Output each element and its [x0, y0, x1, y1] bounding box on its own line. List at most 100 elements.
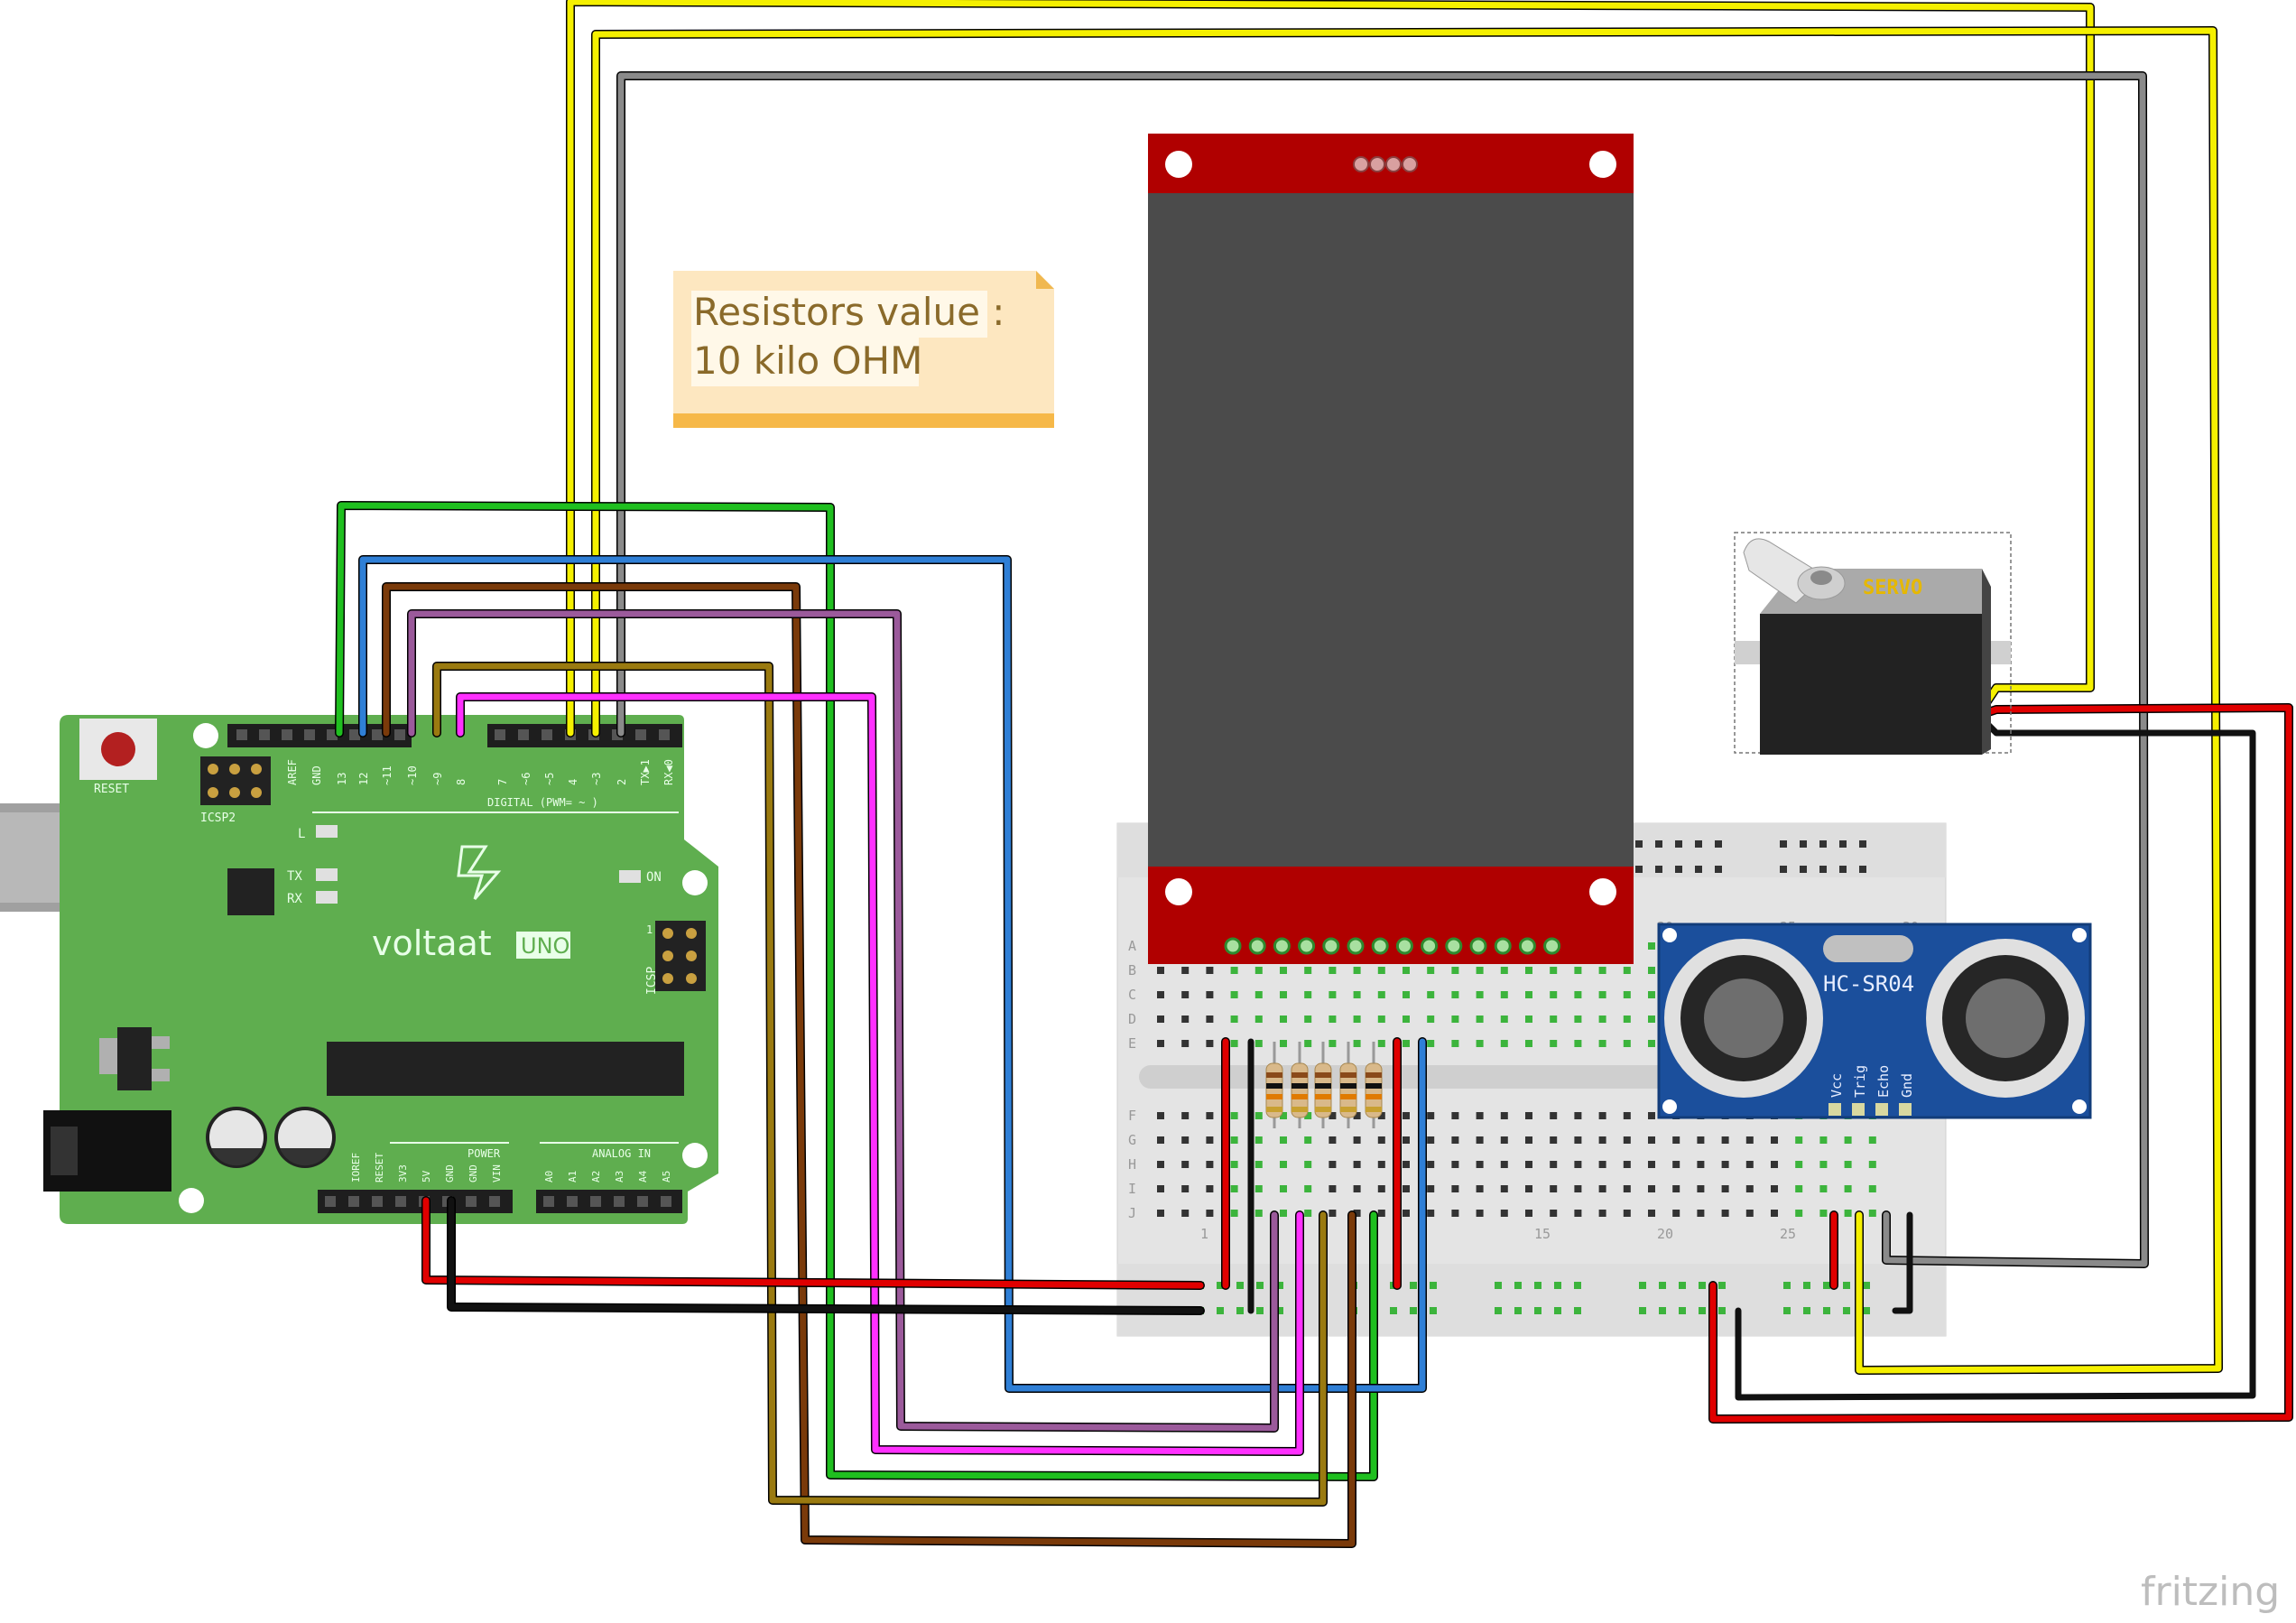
breadboard-hole	[1525, 967, 1532, 974]
rail-hole	[1800, 840, 1807, 848]
lcd-mount-hole	[1165, 878, 1192, 905]
breadboard-hole	[1500, 1185, 1508, 1192]
header-hole	[567, 1196, 578, 1207]
breadboard-hole	[1280, 1040, 1287, 1047]
breadboard-hole	[1771, 1185, 1778, 1192]
wire-brown	[383, 583, 1356, 1547]
breadboard-hole	[1230, 991, 1238, 998]
analog-label: ANALOG IN	[592, 1147, 651, 1160]
sensor-mount-hole	[1662, 1099, 1677, 1114]
breadboard-hole	[1623, 1112, 1631, 1119]
note-line2: 10 kilo OHM	[693, 339, 922, 383]
mount-hole	[682, 870, 708, 895]
breadboard-hole	[1353, 1136, 1361, 1144]
breadboard-hole	[1206, 1040, 1214, 1047]
wire-yellow-servo-signal	[567, 0, 2094, 737]
rail-hole	[1639, 1282, 1646, 1289]
sensor-pin-pad	[1899, 1103, 1912, 1116]
resistor-band	[1315, 1107, 1331, 1112]
rail-hole	[1635, 866, 1643, 873]
breadboard-hole	[1304, 991, 1312, 998]
breadboard-hole	[1745, 1161, 1754, 1168]
sensor-mount-hole	[1662, 928, 1677, 942]
resistor-band	[1292, 1107, 1308, 1112]
header-hole	[661, 1196, 671, 1207]
breadboard-hole	[1598, 1210, 1606, 1217]
rail-hole	[1390, 1307, 1397, 1314]
rail-hole	[1800, 866, 1807, 873]
breadboard-hole	[1157, 1185, 1164, 1192]
header-hole	[282, 729, 292, 740]
col-label-1: 1	[1200, 1226, 1208, 1242]
rail-hole	[1217, 1307, 1224, 1314]
sensor-pin-pad	[1852, 1103, 1865, 1116]
breadboard-hole	[1550, 1016, 1558, 1023]
breadboard-hole	[1648, 967, 1655, 974]
breadboard-hole	[1598, 1040, 1606, 1047]
breadboard-hole	[1157, 1161, 1164, 1168]
analog-pin-label: A2	[590, 1171, 602, 1182]
power-label: POWER	[468, 1147, 501, 1160]
breadboard-hole	[1819, 1210, 1828, 1217]
wire-black-sensor-gnd	[1892, 1211, 1913, 1314]
wire-blue	[359, 556, 1426, 1392]
lcd-mount-hole	[1589, 151, 1616, 178]
aref-label: AREF	[286, 759, 299, 785]
breadboard-hole	[1598, 1185, 1606, 1192]
breadboard-hole	[1254, 1112, 1263, 1119]
resistor-band	[1366, 1107, 1382, 1112]
reset-button-cap	[101, 732, 135, 766]
ultrasonic-sensor: HC-SR04 Vcc Trig Echo Gnd	[1657, 923, 2092, 1119]
breadboard-hole	[1648, 1185, 1655, 1192]
breadboard-hole	[1329, 1136, 1337, 1144]
power-pin-label: VIN	[491, 1164, 503, 1182]
breadboard-hole	[1254, 1210, 1263, 1217]
breadboard-hole	[1206, 1185, 1214, 1192]
power-header	[318, 1190, 513, 1213]
breadboard-hole	[1868, 1185, 1876, 1192]
breadboard-hole	[1525, 1161, 1532, 1168]
breadboard-hole	[1206, 1136, 1214, 1144]
breadboard-hole	[1574, 1016, 1582, 1023]
row-label-d: D	[1128, 1011, 1136, 1027]
breadboard-hole	[1230, 967, 1238, 974]
lcd-top-pin	[1385, 156, 1402, 172]
usb-chip	[227, 868, 274, 915]
breadboard-hole	[1304, 1185, 1312, 1192]
breadboard-hole	[1550, 1136, 1558, 1144]
digital-pin-label: RX◀0	[662, 759, 675, 785]
arduino-pcb	[60, 715, 718, 1224]
sensor-pin-gnd: Gnd	[1899, 1073, 1915, 1098]
wires	[335, 0, 2293, 1548]
reset-label: RESET	[94, 783, 129, 796]
tft-display	[1148, 134, 1634, 964]
resistor-band	[1266, 1094, 1282, 1099]
rail-hole	[1495, 1282, 1502, 1289]
mount-hole	[682, 1143, 708, 1168]
rail-hole	[1675, 840, 1682, 848]
lcd-bottom-pin	[1395, 937, 1413, 955]
rail-hole	[1554, 1282, 1561, 1289]
rail-hole	[1819, 866, 1827, 873]
breadboard-hole	[1206, 1112, 1214, 1119]
breadboard-hole	[1550, 991, 1558, 998]
rail-hole	[1859, 840, 1866, 848]
analog-pin-label: A4	[637, 1170, 649, 1182]
row-label-e: E	[1128, 1035, 1136, 1052]
lcd-top-pin	[1402, 156, 1418, 172]
servo-side	[1982, 569, 1991, 755]
rail-hole	[1679, 1307, 1686, 1314]
note-fold	[1036, 271, 1054, 289]
rail-hole	[1839, 866, 1847, 873]
header-hole	[394, 729, 405, 740]
breadboard-hole	[1476, 967, 1484, 974]
digital-label: DIGITAL (PWM= ~ )	[487, 796, 598, 809]
breadboard-hole	[1525, 1016, 1532, 1023]
regulator-pin	[152, 1069, 170, 1081]
rail-hole	[1236, 1282, 1244, 1289]
digital-pin-label: ~10	[406, 765, 419, 785]
rail-hole	[1819, 840, 1827, 848]
sensor-pin-trig: Trig	[1852, 1065, 1868, 1098]
breadboard-hole	[1525, 1185, 1532, 1192]
